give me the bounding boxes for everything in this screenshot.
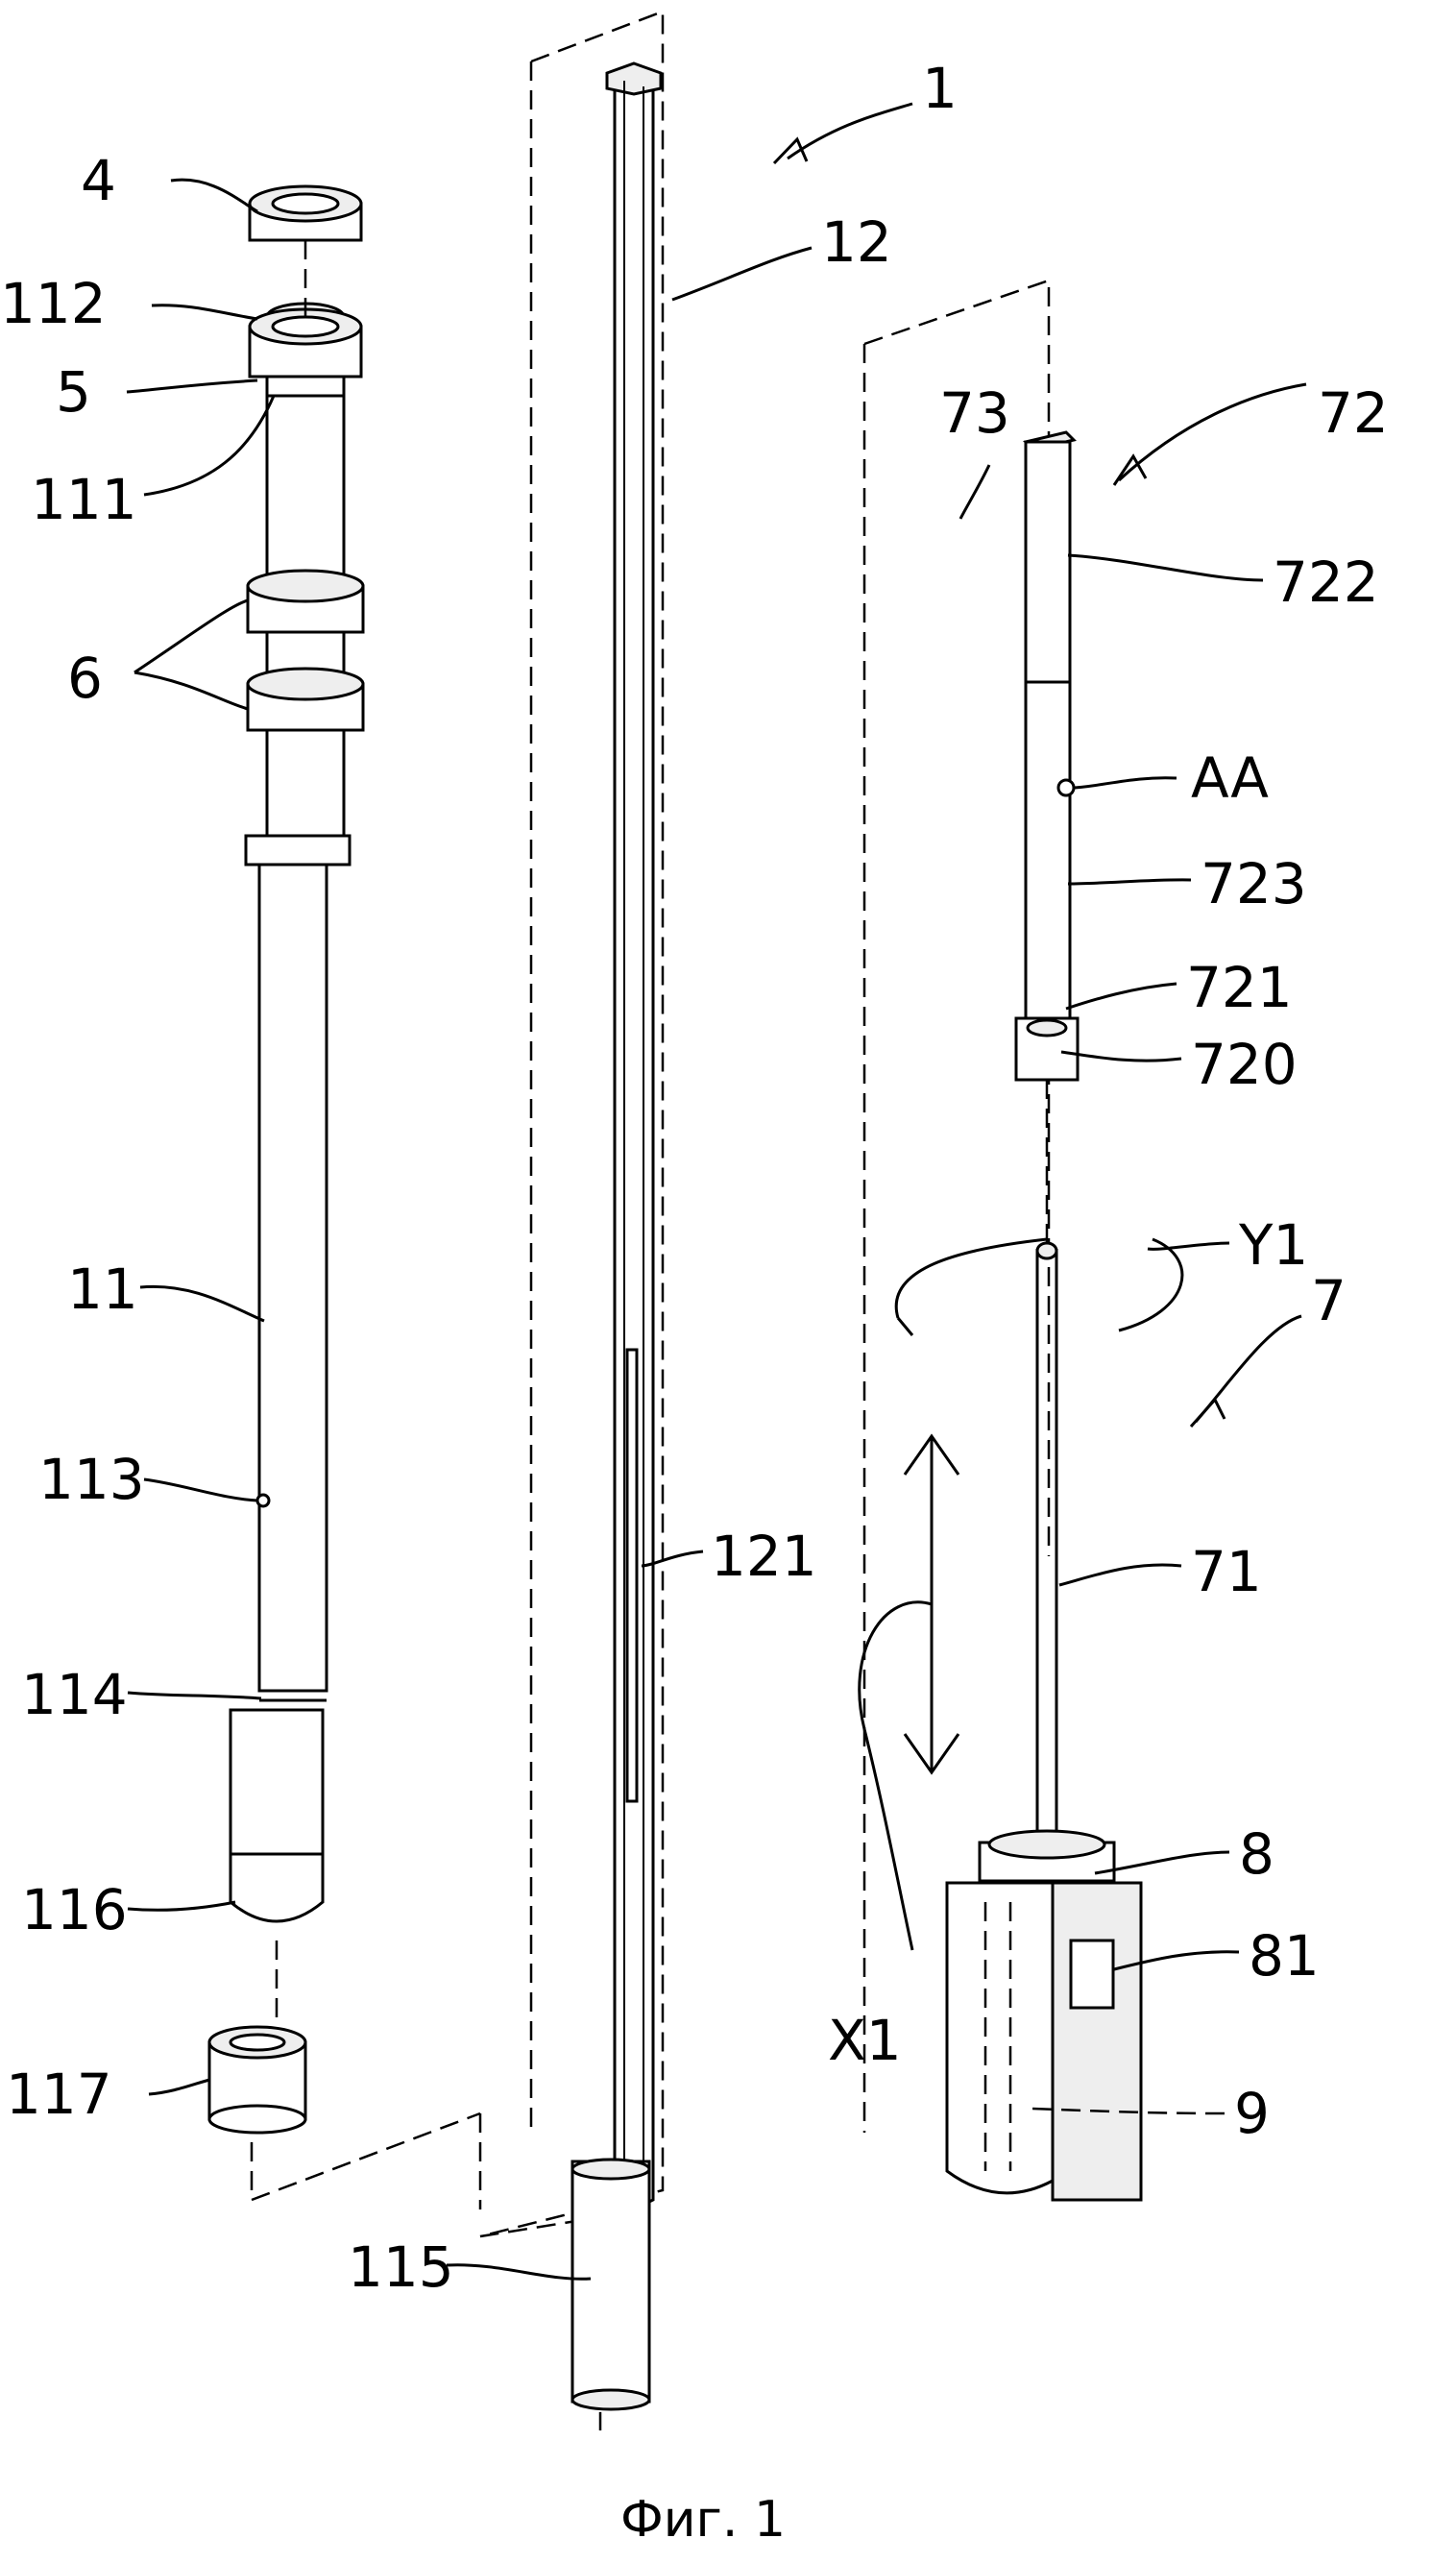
label-73: 73 xyxy=(939,380,1010,446)
label-71: 71 xyxy=(1191,1539,1262,1604)
figure-caption: Фиг. 1 xyxy=(620,2491,786,2549)
reference-labels: 1 12 4 112 5 111 6 11 113 114 116 117 11… xyxy=(0,56,1389,2300)
label-4: 4 xyxy=(81,148,116,213)
label-12: 12 xyxy=(821,209,892,275)
ring-4 xyxy=(248,184,363,242)
label-722: 722 xyxy=(1273,549,1379,615)
label-111: 111 xyxy=(31,467,137,532)
ring-112-5 xyxy=(248,302,363,398)
label-Y1: Y1 xyxy=(1238,1212,1308,1278)
label-6: 6 xyxy=(67,646,103,711)
label-723: 723 xyxy=(1201,851,1307,916)
leader-lines xyxy=(126,102,1307,2281)
label-8: 8 xyxy=(1239,1821,1274,1887)
label-116: 116 xyxy=(21,1877,128,1942)
ring-117 xyxy=(207,2025,307,2135)
label-112: 112 xyxy=(0,271,107,336)
tube-11 xyxy=(229,394,365,2037)
label-X1: X1 xyxy=(828,2008,902,2073)
label-113: 113 xyxy=(38,1447,145,1512)
ring-6-upper xyxy=(246,569,365,634)
right-plane xyxy=(862,279,1051,2133)
label-5: 5 xyxy=(56,359,91,425)
label-117: 117 xyxy=(6,2062,112,2127)
central-tube-12 xyxy=(570,61,663,2411)
label-121: 121 xyxy=(711,1524,817,1589)
label-11: 11 xyxy=(67,1257,138,1322)
label-7: 7 xyxy=(1311,1268,1347,1333)
label-1: 1 xyxy=(922,56,958,121)
label-114: 114 xyxy=(21,1662,128,1727)
label-115: 115 xyxy=(348,2234,454,2300)
arrow-x1 xyxy=(858,1433,960,1951)
label-AA: AA xyxy=(1191,745,1269,811)
left-assembly xyxy=(207,184,365,2135)
label-72: 72 xyxy=(1318,380,1389,446)
label-721: 721 xyxy=(1186,955,1293,1020)
ring-6-lower xyxy=(246,667,365,732)
screw-assembly-7 xyxy=(894,1237,1184,2202)
label-720: 720 xyxy=(1191,1032,1298,1097)
shaft-72 xyxy=(1014,430,1080,1249)
label-81: 81 xyxy=(1249,1923,1320,1989)
label-9: 9 xyxy=(1234,2081,1270,2146)
